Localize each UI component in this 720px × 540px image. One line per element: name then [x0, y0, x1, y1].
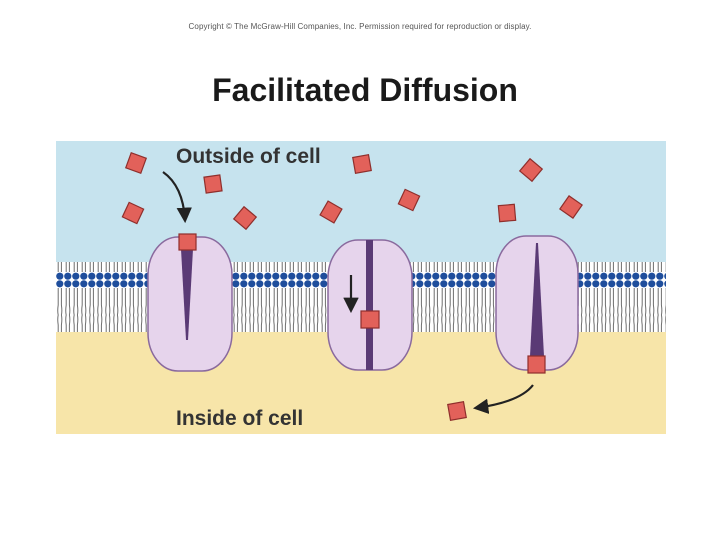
solute-molecule-icon — [497, 203, 517, 223]
solute-molecule-icon — [352, 154, 372, 174]
solute-molecule-icon — [559, 195, 583, 219]
solute-molecule-icon — [518, 157, 544, 183]
copyright-notice: Copyright © The McGraw-Hill Companies, I… — [188, 22, 532, 31]
curved-arrow-icon — [472, 384, 534, 414]
solute-molecule-icon — [203, 174, 223, 194]
inside-of-cell-label: Inside of cell — [176, 407, 304, 430]
solute-molecule-icon — [527, 355, 546, 374]
solute-molecules — [121, 151, 583, 421]
solute-molecule-icon — [124, 151, 148, 175]
curved-arrow-icon — [162, 171, 192, 224]
solute-molecule-icon — [319, 200, 343, 224]
page-title: Facilitated Diffusion — [212, 72, 518, 108]
carrier-protein-icon — [495, 235, 579, 371]
solute-molecule-icon — [397, 188, 421, 212]
carrier-protein-icon — [327, 239, 413, 371]
carrier-protein-icon — [147, 236, 233, 372]
solute-molecule-icon — [178, 233, 197, 251]
solute-molecule-icon — [232, 205, 258, 231]
outside-of-cell-label: Outside of cell — [176, 145, 321, 168]
solute-molecule-icon — [121, 201, 145, 225]
solute-molecule-icon — [447, 401, 467, 421]
solute-molecule-icon — [360, 310, 380, 329]
